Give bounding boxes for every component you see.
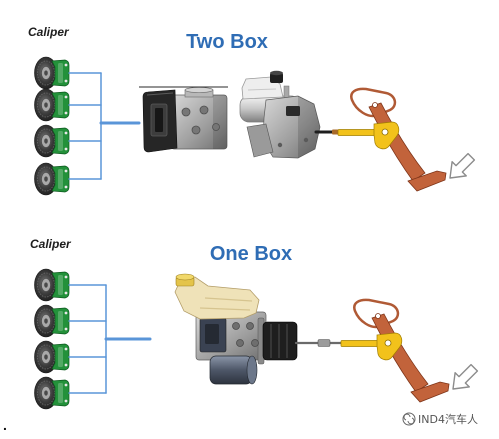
ecu-cover-highlight: [146, 92, 174, 96]
booster-bolt: [303, 137, 309, 143]
reservoir-ridge: [204, 297, 253, 302]
one-box-section: Caliper One Box: [30, 237, 483, 410]
abs-esc-module: [139, 86, 228, 153]
brake-port: [191, 125, 201, 135]
brake-lines: [68, 72, 141, 180]
brake-port: [212, 123, 220, 131]
brake-lines: [68, 284, 152, 394]
push-rod-boot: [317, 339, 331, 347]
booster-housing-shade: [298, 96, 320, 158]
reservoir-cap-top: [270, 70, 283, 76]
wechat-icon-arc: [403, 413, 411, 421]
booster-motor: [246, 123, 274, 158]
pump-motor-cap: [184, 87, 214, 93]
output-rod-tip: [332, 129, 339, 135]
wheel-brake: [34, 304, 70, 338]
brake-port: [181, 107, 191, 117]
wheel-brake: [34, 376, 70, 410]
brake-port: [199, 105, 209, 115]
wheel-brake: [34, 340, 70, 374]
wechat-icon-ring: [402, 412, 416, 426]
wheel-brake: [34, 268, 70, 302]
wheel-brake: [34, 88, 70, 122]
wheel-brake: [34, 56, 70, 90]
master-cylinder: [262, 321, 298, 361]
hydraulic-block-shade: [213, 95, 227, 149]
one-box-unit: [174, 273, 298, 385]
brake-port: [232, 322, 240, 330]
pump-motor-end: [246, 355, 258, 385]
reservoir-level-mark: [247, 88, 277, 91]
wechat-icon-arc: [407, 417, 415, 425]
brake-port: [236, 339, 244, 347]
ecu-connector-slot: [155, 108, 163, 132]
brake-port: [251, 339, 259, 347]
reservoir-ridge: [199, 307, 251, 311]
one-box-output-rod: [294, 339, 344, 347]
caliper-label: Caliper: [30, 237, 72, 251]
two-box-section: Caliper Two Box: [28, 25, 480, 196]
watermark: IND4汽车人: [402, 412, 478, 426]
booster-connector: [286, 106, 300, 116]
wheel-brake: [34, 124, 70, 158]
booster-bolt: [277, 142, 283, 148]
section-title: One Box: [210, 243, 292, 265]
corner-mark: .: [3, 417, 7, 433]
watermark-text: IND4汽车人: [418, 412, 478, 426]
ecu-connector: [205, 324, 219, 344]
brake-booster-master-cylinder: [239, 70, 339, 159]
reservoir-cap: [270, 73, 283, 83]
wechat-icon: [402, 412, 416, 426]
brake-port: [246, 322, 254, 330]
reservoir-cap-top: [175, 273, 195, 281]
pump-motor: [209, 355, 253, 385]
section-title: Two Box: [186, 31, 268, 53]
brake-pedal-assembly: [336, 87, 480, 193]
brake-pedal-assembly: [339, 298, 483, 404]
caliper-label: Caliper: [28, 25, 70, 39]
wheel-brake: [34, 162, 70, 196]
